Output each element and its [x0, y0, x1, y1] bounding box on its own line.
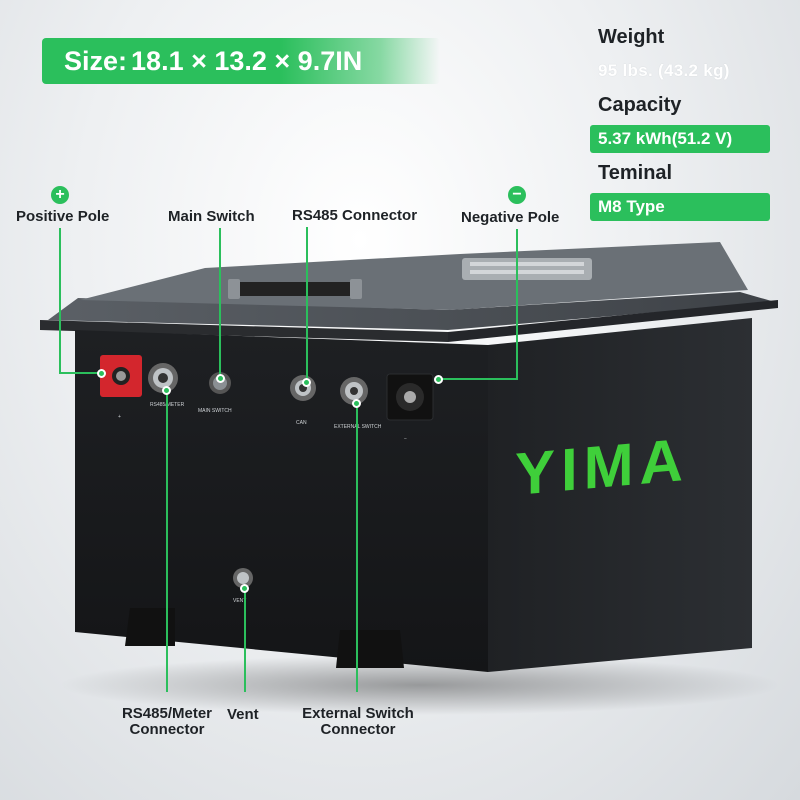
plus-sign-icon: + [51, 186, 69, 204]
negative-pole-label: Negative Pole [461, 209, 560, 226]
svg-text:−: − [404, 436, 407, 442]
terminal-title: Teminal [598, 162, 673, 184]
vent-line [244, 588, 246, 692]
main-switch-dot [216, 374, 225, 383]
rs485-connector-dot [302, 378, 311, 387]
external-switch-dot [352, 399, 361, 408]
rs485-connector-label: RS485 Connector [292, 207, 418, 224]
external-switch-line [356, 404, 358, 692]
svg-text:VENT: VENT [233, 598, 246, 604]
handle [232, 282, 357, 296]
negative-pole-dot [434, 375, 443, 384]
external-switch-label-line1: External Switch [302, 705, 414, 722]
vent-port: VENT [233, 568, 253, 604]
front-panel [75, 330, 488, 672]
svg-text:+: + [118, 414, 121, 420]
rs485-meter-label-line2: Connector [129, 721, 205, 738]
external-switch-label: External Switch Connector [290, 706, 426, 738]
negative-pole-line [516, 229, 518, 380]
size-value: 18.1 × 13.2 × 9.7IN [131, 46, 363, 76]
weight-value: 95 lbs. (43.2 kg) [598, 61, 730, 80]
hinge-right [462, 258, 592, 280]
vent-label: Vent [227, 706, 259, 723]
capacity-value: 5.37 kWh(51.2 V) [590, 125, 770, 153]
floor-shadow [60, 655, 780, 715]
positive-pole-dot [97, 369, 106, 378]
positive-pole-line [59, 228, 61, 374]
svg-text:CAN: CAN [296, 420, 307, 426]
external-switch-label-line2: Connector [320, 721, 396, 738]
main-switch-label: Main Switch [168, 208, 255, 225]
foot-right [336, 630, 404, 668]
capacity-title: Capacity [598, 94, 682, 116]
battery-top [48, 292, 775, 330]
rs485-connector-line [306, 227, 308, 383]
size-banner: Size:18.1 × 13.2 × 9.7IN [42, 38, 440, 84]
rs485-meter-line [166, 392, 168, 692]
vent-dot [240, 584, 249, 593]
rs485-meter-label-line1: RS485/Meter [121, 705, 213, 722]
size-label: Size: [64, 46, 128, 76]
negative-terminal: − [386, 373, 434, 442]
positive-pole-label: Positive Pole [16, 208, 110, 225]
side-panel [488, 318, 752, 672]
terminal-value: M8 Type [590, 193, 770, 221]
main-switch-line [219, 228, 221, 378]
rs485-meter-dot [162, 386, 171, 395]
positive-terminal: + [100, 355, 142, 420]
weight-title: Weight [598, 26, 665, 48]
minus-sign-icon: − [508, 186, 526, 204]
yima-logo: YIMA [515, 426, 689, 508]
rs485-meter-label: RS485/Meter Connector [108, 706, 226, 738]
foot-left [125, 608, 175, 646]
svg-text:MAIN SWITCH: MAIN SWITCH [198, 408, 232, 414]
